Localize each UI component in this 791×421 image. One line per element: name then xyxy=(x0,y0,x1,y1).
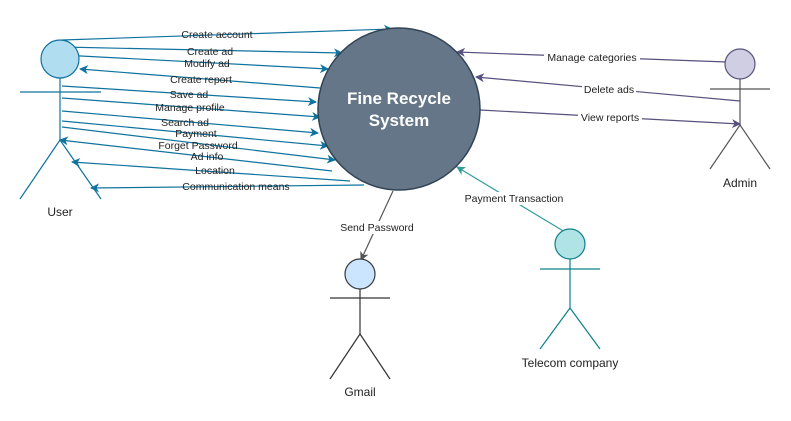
label-communication-means: Communication means xyxy=(182,181,289,193)
system-title-line1: Fine Recycle xyxy=(347,89,451,108)
label-ad-info: Ad info xyxy=(191,151,224,163)
actor-admin xyxy=(709,48,771,170)
flow-create-ad xyxy=(61,46,343,58)
user-label: User xyxy=(47,205,72,219)
label-create-account: Create account xyxy=(181,29,252,41)
label-manage-profile: Manage profile xyxy=(155,102,225,114)
actor-gmail xyxy=(329,258,391,380)
flow-payment xyxy=(61,120,329,150)
flow-communication-means xyxy=(90,183,365,193)
flow-ad-info xyxy=(59,136,333,172)
system-circle xyxy=(317,27,481,191)
flow-search-ad xyxy=(61,110,319,137)
label-modify-ad: Modify ad xyxy=(184,58,230,70)
flow-forget-password xyxy=(61,126,336,164)
label-location: Location xyxy=(195,165,235,177)
flow-modify-ad xyxy=(61,54,329,74)
label-create-report: Create report xyxy=(170,74,232,86)
label-forget-password: Forget Password xyxy=(158,140,238,152)
label-payment-transaction: Payment Transaction xyxy=(465,193,564,205)
admin-flow-labels: Manage categories Delete ads View report… xyxy=(544,51,642,124)
label-search-ad: Search ad xyxy=(161,117,209,129)
label-payment: Payment xyxy=(175,128,217,140)
flow-create-account xyxy=(61,24,393,41)
user-flow-labels: Create account Create ad Modify ad Creat… xyxy=(155,29,289,193)
flow-location xyxy=(71,158,351,182)
label-save-ad: Save ad xyxy=(170,89,209,101)
label-delete-ads: Delete ads xyxy=(584,84,634,96)
system-title-line2: System xyxy=(369,111,429,130)
flow-save-ad xyxy=(61,85,317,106)
telecom-head xyxy=(554,228,586,260)
admin-label: Admin xyxy=(723,176,757,190)
gmail-head xyxy=(344,258,376,290)
actor-user xyxy=(19,39,102,200)
label-create-ad: Create ad xyxy=(187,46,233,58)
telecom-label: Telecom company xyxy=(522,356,619,370)
admin-head xyxy=(724,48,756,80)
label-send-password: Send Password xyxy=(340,222,414,234)
user-flows xyxy=(59,24,393,193)
user-head xyxy=(40,39,80,79)
label-manage-categories: Manage categories xyxy=(547,52,636,64)
gmail-label: Gmail xyxy=(344,385,375,399)
label-view-reports: View reports xyxy=(581,112,639,124)
flow-manage-profile xyxy=(61,97,321,121)
flow-create-report xyxy=(79,65,321,89)
system-process: Fine Recycle System xyxy=(317,27,481,191)
actor-telecom xyxy=(539,228,601,350)
